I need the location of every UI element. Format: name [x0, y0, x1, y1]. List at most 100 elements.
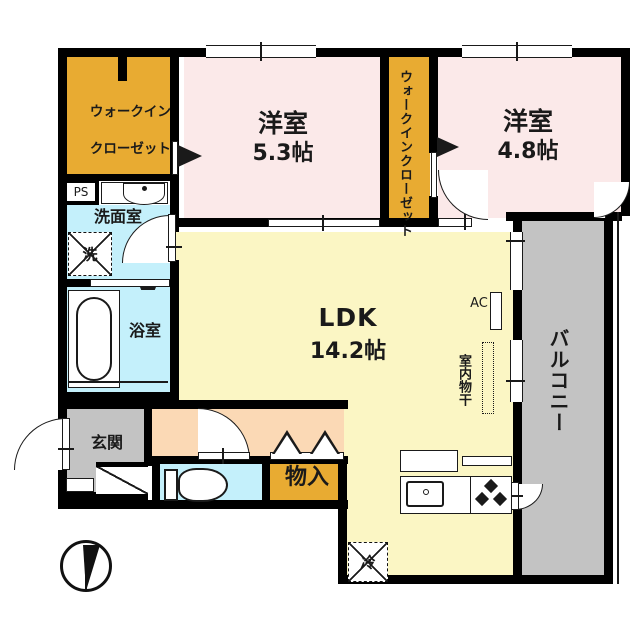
wall-bottom-left-block: [58, 500, 348, 509]
toilet-tank: [164, 469, 178, 501]
window-tick-ldk-upper: [506, 240, 525, 242]
washer-label: 洗: [82, 245, 98, 264]
wall-wic-mid-left: [380, 48, 389, 227]
compass-rose: [60, 540, 112, 592]
door-storage-fold-2-inner: [312, 435, 338, 455]
window-ldk-lower: [510, 340, 523, 402]
label-bedroom-2-name: 洋室: [502, 107, 553, 136]
door-storage-fold-1-inner: [274, 435, 300, 455]
wall-toilet-right: [262, 460, 270, 508]
kitchen-upper-shelf: [462, 456, 512, 466]
label-ldk-area: 14.2帖: [309, 339, 387, 364]
label-laundry-pole: 室内物干: [456, 354, 471, 406]
wall-ldk-left-lower: [338, 456, 347, 581]
label-wic-mid: ウォークインクローゼット: [397, 70, 412, 238]
wall-ps-box: [58, 174, 98, 183]
room-fill-bedroom-1: [184, 56, 382, 218]
vanity-faucet: [142, 186, 147, 191]
wall-bottom-ldk: [338, 575, 528, 584]
wall-wic-left-bottom: [58, 174, 170, 183]
wall-outer-top: [58, 48, 630, 57]
ac-unit: [490, 292, 502, 330]
room-fill-ldk: [176, 232, 520, 412]
door-wic-left-arrow: [178, 145, 202, 167]
label-bedroom-2-area: 4.8帖: [497, 139, 559, 164]
bathtub-inner: [76, 297, 112, 381]
bath-drain-line: [68, 381, 168, 383]
kitchen-sink: [406, 481, 444, 507]
wic-left-notch: [118, 56, 127, 81]
door-wic-mid-slide[interactable]: [431, 152, 437, 198]
label-wic-left: ウォークイン クローゼット: [66, 85, 176, 176]
wall-balcony-right: [604, 212, 613, 584]
wall-wic-mid-bottom: [380, 218, 438, 227]
door-tick-bedroom1: [322, 215, 324, 231]
kitchen-stove-area: [470, 477, 512, 513]
balcony-railing-line: [617, 212, 619, 584]
label-ldk-name: LDK: [318, 303, 378, 332]
wall-wic-left-right: [170, 48, 179, 190]
wall-entrance-top: [58, 400, 348, 409]
wall-wic-mid-right: [429, 48, 438, 153]
label-balcony: バルコニー: [546, 327, 570, 433]
window-tick-bedroom-2: [516, 42, 518, 61]
vanity-basin: [123, 183, 165, 205]
label-bedroom-1-area: 5.3帖: [252, 141, 314, 166]
window-tick-bedroom-1: [260, 42, 262, 61]
label-ac: AC: [470, 296, 488, 311]
door-bedroom2-panel[interactable]: [438, 218, 472, 227]
door-tick-bedroom2: [464, 214, 466, 230]
entrance-step-diagonal: [96, 466, 148, 494]
door-bath[interactable]: [90, 279, 170, 287]
door-entrance-panel[interactable]: [62, 418, 70, 470]
door-wic-mid-arrow: [437, 137, 459, 157]
laundry-pole-icon: [482, 342, 494, 414]
wall-hall-bottom: [144, 456, 348, 464]
door-bedroom1-ldk[interactable]: [268, 219, 380, 227]
door-storage-panel[interactable]: [270, 452, 344, 460]
door-entrance-swing[interactable]: [14, 418, 66, 470]
bath-floor: [122, 290, 168, 388]
label-entrance: 玄関: [90, 433, 123, 452]
door-toilet-panel[interactable]: [198, 452, 250, 460]
kitchen-upper-cabinet: [400, 450, 458, 472]
window-ldk-upper: [510, 232, 523, 290]
ps-box-fill: [67, 183, 97, 205]
toilet-bowl: [178, 468, 228, 502]
window-tick-ldk-lower: [506, 380, 525, 382]
label-bath: 浴室: [128, 321, 161, 340]
wall-toilet-left: [152, 460, 160, 508]
wall-bath-bottom: [58, 392, 170, 401]
wall-entrance-right: [144, 404, 152, 466]
label-washroom: 洗面室: [93, 207, 142, 226]
label-wic-left-line2: クローゼット: [89, 140, 171, 157]
wall-wic-mid-right-lower: [429, 196, 438, 227]
wall-ps-right: [95, 174, 99, 205]
wall-ps-bottom: [58, 201, 99, 205]
wall-vanity-right: [170, 174, 179, 232]
label-wic-left-line1: ウォークイン: [89, 104, 171, 121]
washer-marker: 洗: [68, 232, 112, 276]
label-ps: PS: [73, 185, 89, 199]
room-fill-balcony: [522, 212, 604, 584]
door-tick-toilet: [222, 448, 224, 464]
fridge-label: 冷: [360, 553, 376, 572]
fridge-marker: 冷: [348, 542, 388, 582]
door-tick-washroom: [166, 246, 182, 248]
wall-outer-right-upper: [621, 48, 630, 216]
door-wic-left-slide[interactable]: [172, 141, 178, 175]
wall-entrance-step-top: [96, 462, 148, 467]
door-tick-entrance: [58, 448, 74, 450]
door-tick-balcony-kitchen: [507, 495, 523, 497]
shoe-box: [66, 478, 94, 492]
label-storage: 物入: [284, 465, 329, 490]
wall-bedroom2-bottom: [506, 212, 622, 221]
label-bedroom-1-name: 洋室: [257, 109, 308, 138]
wall-outer-left: [58, 48, 67, 508]
wall-entrance-step-bottom: [58, 492, 148, 501]
compass-center-line: [85, 545, 87, 591]
door-washroom-panel[interactable]: [168, 214, 176, 262]
room-fill-wic-mid: [388, 56, 430, 218]
wall-balcony-bottom: [513, 575, 613, 584]
